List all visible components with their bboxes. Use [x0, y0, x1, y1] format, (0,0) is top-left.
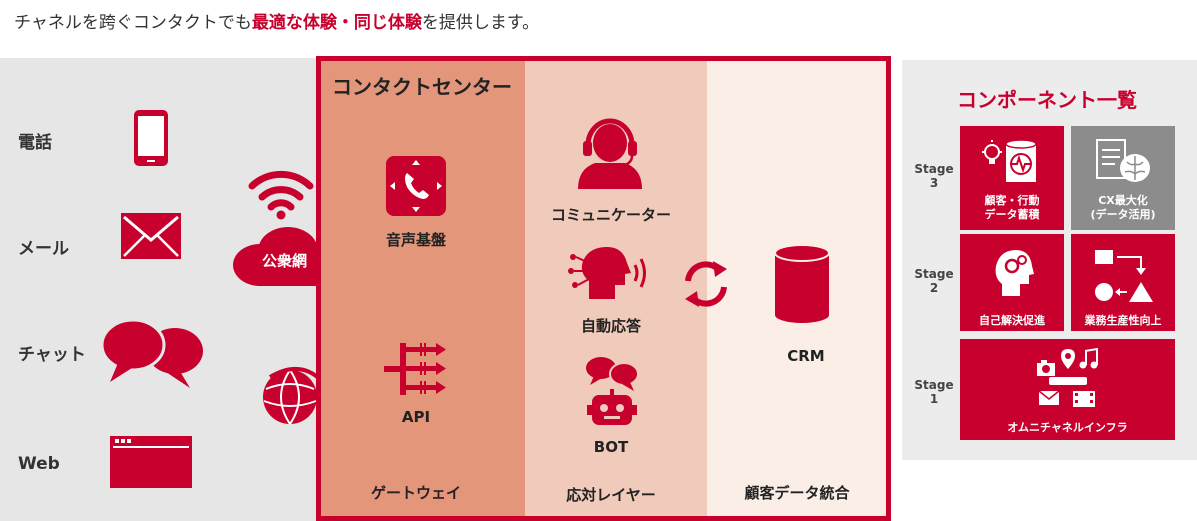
tile-omnichannel-infra: オムニチャネルインフラ	[960, 339, 1175, 440]
crm-database-icon	[773, 243, 831, 325]
stage-1-word: Stage	[914, 378, 954, 392]
channel-label-mail: メール	[18, 239, 69, 259]
channel-label-phone: 電話	[18, 133, 52, 153]
cloud-icon	[230, 225, 342, 289]
browser-window-icon	[109, 435, 193, 489]
headline-separator: ・	[336, 13, 354, 33]
lightbulb-database-icon	[982, 138, 1042, 186]
communicator-label: コミュニケーター	[550, 206, 671, 224]
contact-center-title: コンタクトセンター	[332, 75, 512, 99]
tile-customer-data-storage: 顧客・行動 データ蓄積	[960, 126, 1064, 230]
tile-productivity: 業務生産性向上	[1071, 234, 1175, 331]
api-label: API	[401, 408, 431, 426]
tile-cx-maximization: CX最大化 (データ活用)	[1071, 126, 1175, 230]
customer-data-label: 顧客データ統合	[744, 484, 850, 502]
stage-3-number: 3	[929, 176, 939, 190]
document-brain-icon	[1095, 138, 1153, 186]
headline-highlight-optimal: 最適な体験	[251, 13, 337, 33]
public-network-label: 公衆網	[262, 252, 308, 270]
tile-cx-line1: CX最大化	[1098, 194, 1148, 207]
ai-head-icon	[567, 243, 653, 301]
stage-1-number: 1	[929, 392, 939, 406]
head-gears-icon	[992, 248, 1034, 298]
globe-icon	[260, 365, 324, 425]
channel-label-chat: チャット	[18, 345, 86, 365]
tile-customer-data-line2: データ蓄積	[984, 208, 1040, 221]
auto-response-label: 自動応答	[580, 317, 641, 335]
components-title: コンポーネント一覧	[957, 88, 1137, 112]
tile-omnichannel-label: オムニチャネルインフラ	[1007, 421, 1128, 434]
headline-highlight-same: 同じ体験	[353, 13, 422, 33]
wifi-icon	[248, 168, 314, 220]
channel-label-web: Web	[18, 454, 60, 474]
omnichannel-media-icon	[1035, 347, 1101, 411]
stage-2-number: 2	[929, 281, 939, 295]
tile-cx-line2: (データ活用)	[1090, 208, 1156, 221]
stage-2-label: Stage 2	[909, 267, 959, 295]
response-layer-label: 応対レイヤー	[566, 486, 656, 504]
headline-suffix: を提供します。	[421, 13, 540, 33]
sync-arrows-icon	[679, 257, 733, 311]
tile-self-resolution: 自己解決促進	[960, 234, 1064, 331]
stage-1-label: Stage 1	[909, 378, 959, 406]
voice-platform-label: 音声基盤	[385, 231, 446, 249]
gateway-column-label: ゲートウェイ	[370, 484, 461, 502]
smartphone-icon	[133, 109, 169, 167]
page-headline: チャネルを跨ぐコンタクトでも最適な体験・同じ体験を提供します。	[14, 8, 539, 33]
mail-icon	[120, 212, 182, 260]
voice-platform-icon	[385, 155, 447, 217]
tile-self-resolution-label: 自己解決促進	[979, 314, 1045, 327]
workflow-shapes-icon	[1093, 248, 1155, 304]
headset-operator-icon	[575, 115, 645, 191]
headline-prefix: チャネルを跨ぐコンタクトでも	[14, 13, 252, 33]
api-icon	[384, 340, 448, 398]
bot-icon	[584, 355, 640, 427]
crm-label: CRM	[787, 347, 825, 365]
chat-bubbles-icon	[100, 318, 206, 390]
gateway-column	[321, 61, 525, 516]
tile-productivity-label: 業務生産性向上	[1084, 314, 1162, 327]
stage-3-label: Stage 3	[909, 162, 959, 190]
bot-label: BOT	[593, 438, 629, 456]
stage-2-word: Stage	[914, 267, 954, 281]
stage-3-word: Stage	[914, 162, 954, 176]
tile-customer-data-line1: 顧客・行動	[984, 194, 1040, 207]
